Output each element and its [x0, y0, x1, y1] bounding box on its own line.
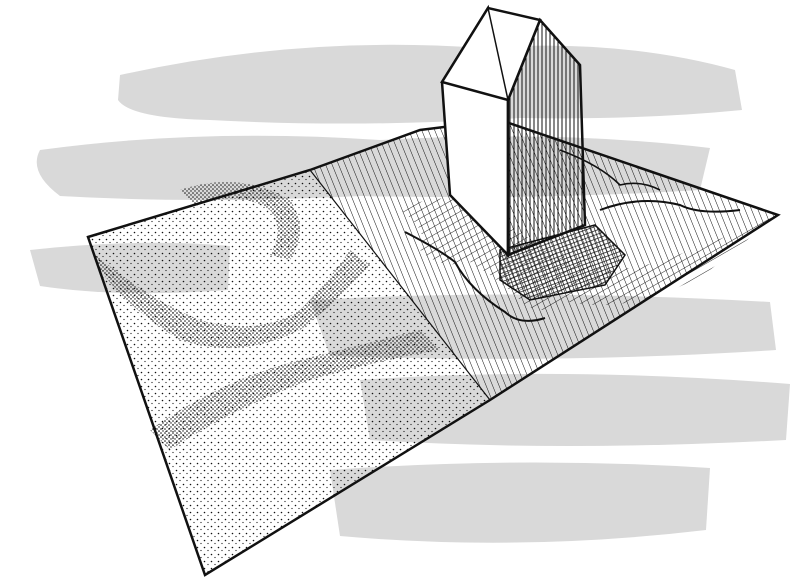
illustration — [0, 0, 801, 580]
